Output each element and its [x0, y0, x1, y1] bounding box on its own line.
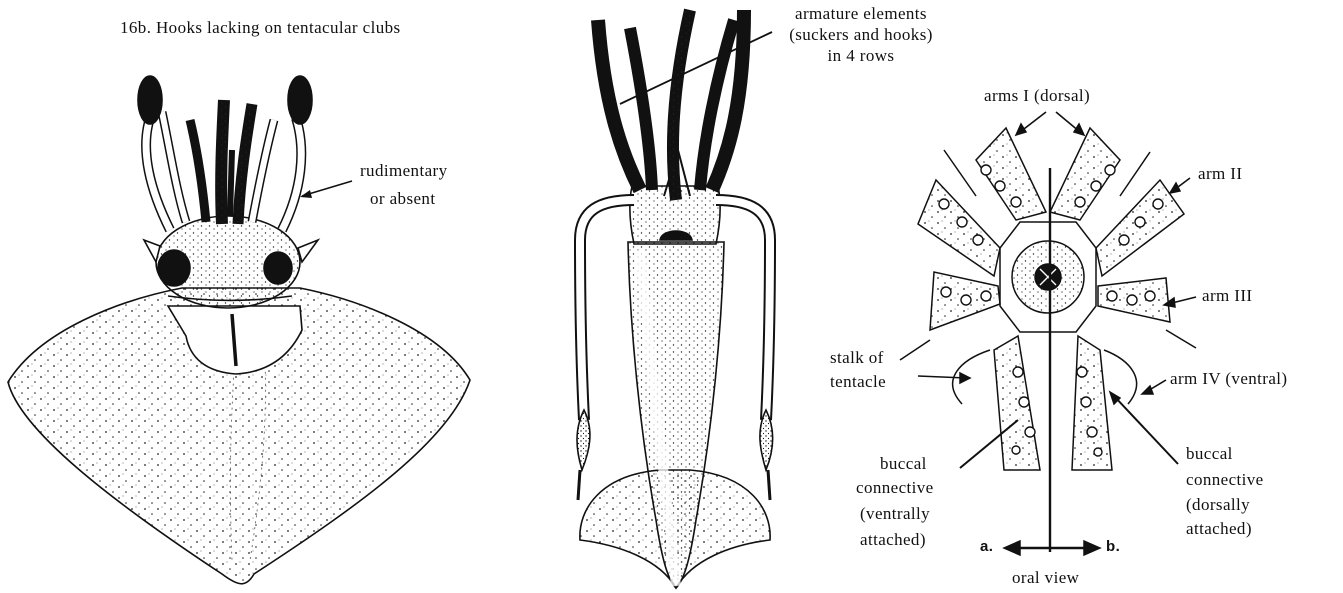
label-arm-III: arm III — [1202, 286, 1252, 306]
middle-squid-tentacle-right — [716, 200, 770, 420]
label-buccal-left-2: connective — [856, 478, 934, 498]
label-armature-line2: (suckers and hooks) — [768, 25, 954, 45]
heading-text: 16b. Hooks lacking on tentacular clubs — [120, 18, 401, 38]
label-buccal-left-1: buccal — [880, 454, 927, 474]
marker-b: b. — [1106, 537, 1120, 557]
label-arm-IV: arm IV (ventral) — [1170, 369, 1287, 389]
label-arm-II: arm II — [1198, 164, 1242, 184]
left-squid-club-right — [288, 76, 312, 124]
caption-oral-view: oral view — [1012, 568, 1079, 588]
label-armature-line3: in 4 rows — [768, 46, 954, 66]
rudimentary-arrow — [300, 181, 352, 198]
label-rudimentary: rudimentary — [360, 161, 447, 181]
left-squid-club-left — [138, 76, 162, 124]
label-armature-line1: armature elements — [768, 4, 954, 24]
left-squid-eye-right — [264, 252, 292, 284]
arm-IV-right — [1072, 336, 1112, 470]
label-buccal-right-4: attached) — [1186, 519, 1252, 539]
label-arms-I: arms I (dorsal) — [984, 86, 1090, 106]
left-squid-eye-left — [158, 250, 190, 286]
label-buccal-right-2: connective — [1186, 470, 1264, 490]
label-buccal-left-3: (ventrally — [860, 504, 930, 524]
arm-II-left — [918, 180, 1000, 276]
label-buccal-right-3: (dorsally — [1186, 495, 1250, 515]
middle-squid-tentacle-left — [580, 200, 634, 420]
label-stalk-line1: stalk of — [830, 348, 884, 368]
left-squid-drawing — [8, 76, 470, 584]
arm-II-right — [1096, 180, 1184, 276]
marker-a: a. — [980, 537, 993, 557]
label-or-absent: or absent — [370, 189, 435, 209]
label-buccal-left-4: attached) — [860, 530, 926, 550]
label-stalk-line2: tentacle — [830, 372, 886, 392]
middle-squid-drawing — [577, 10, 773, 588]
label-buccal-right-1: buccal — [1186, 444, 1233, 464]
oral-view-diagram — [900, 112, 1196, 555]
